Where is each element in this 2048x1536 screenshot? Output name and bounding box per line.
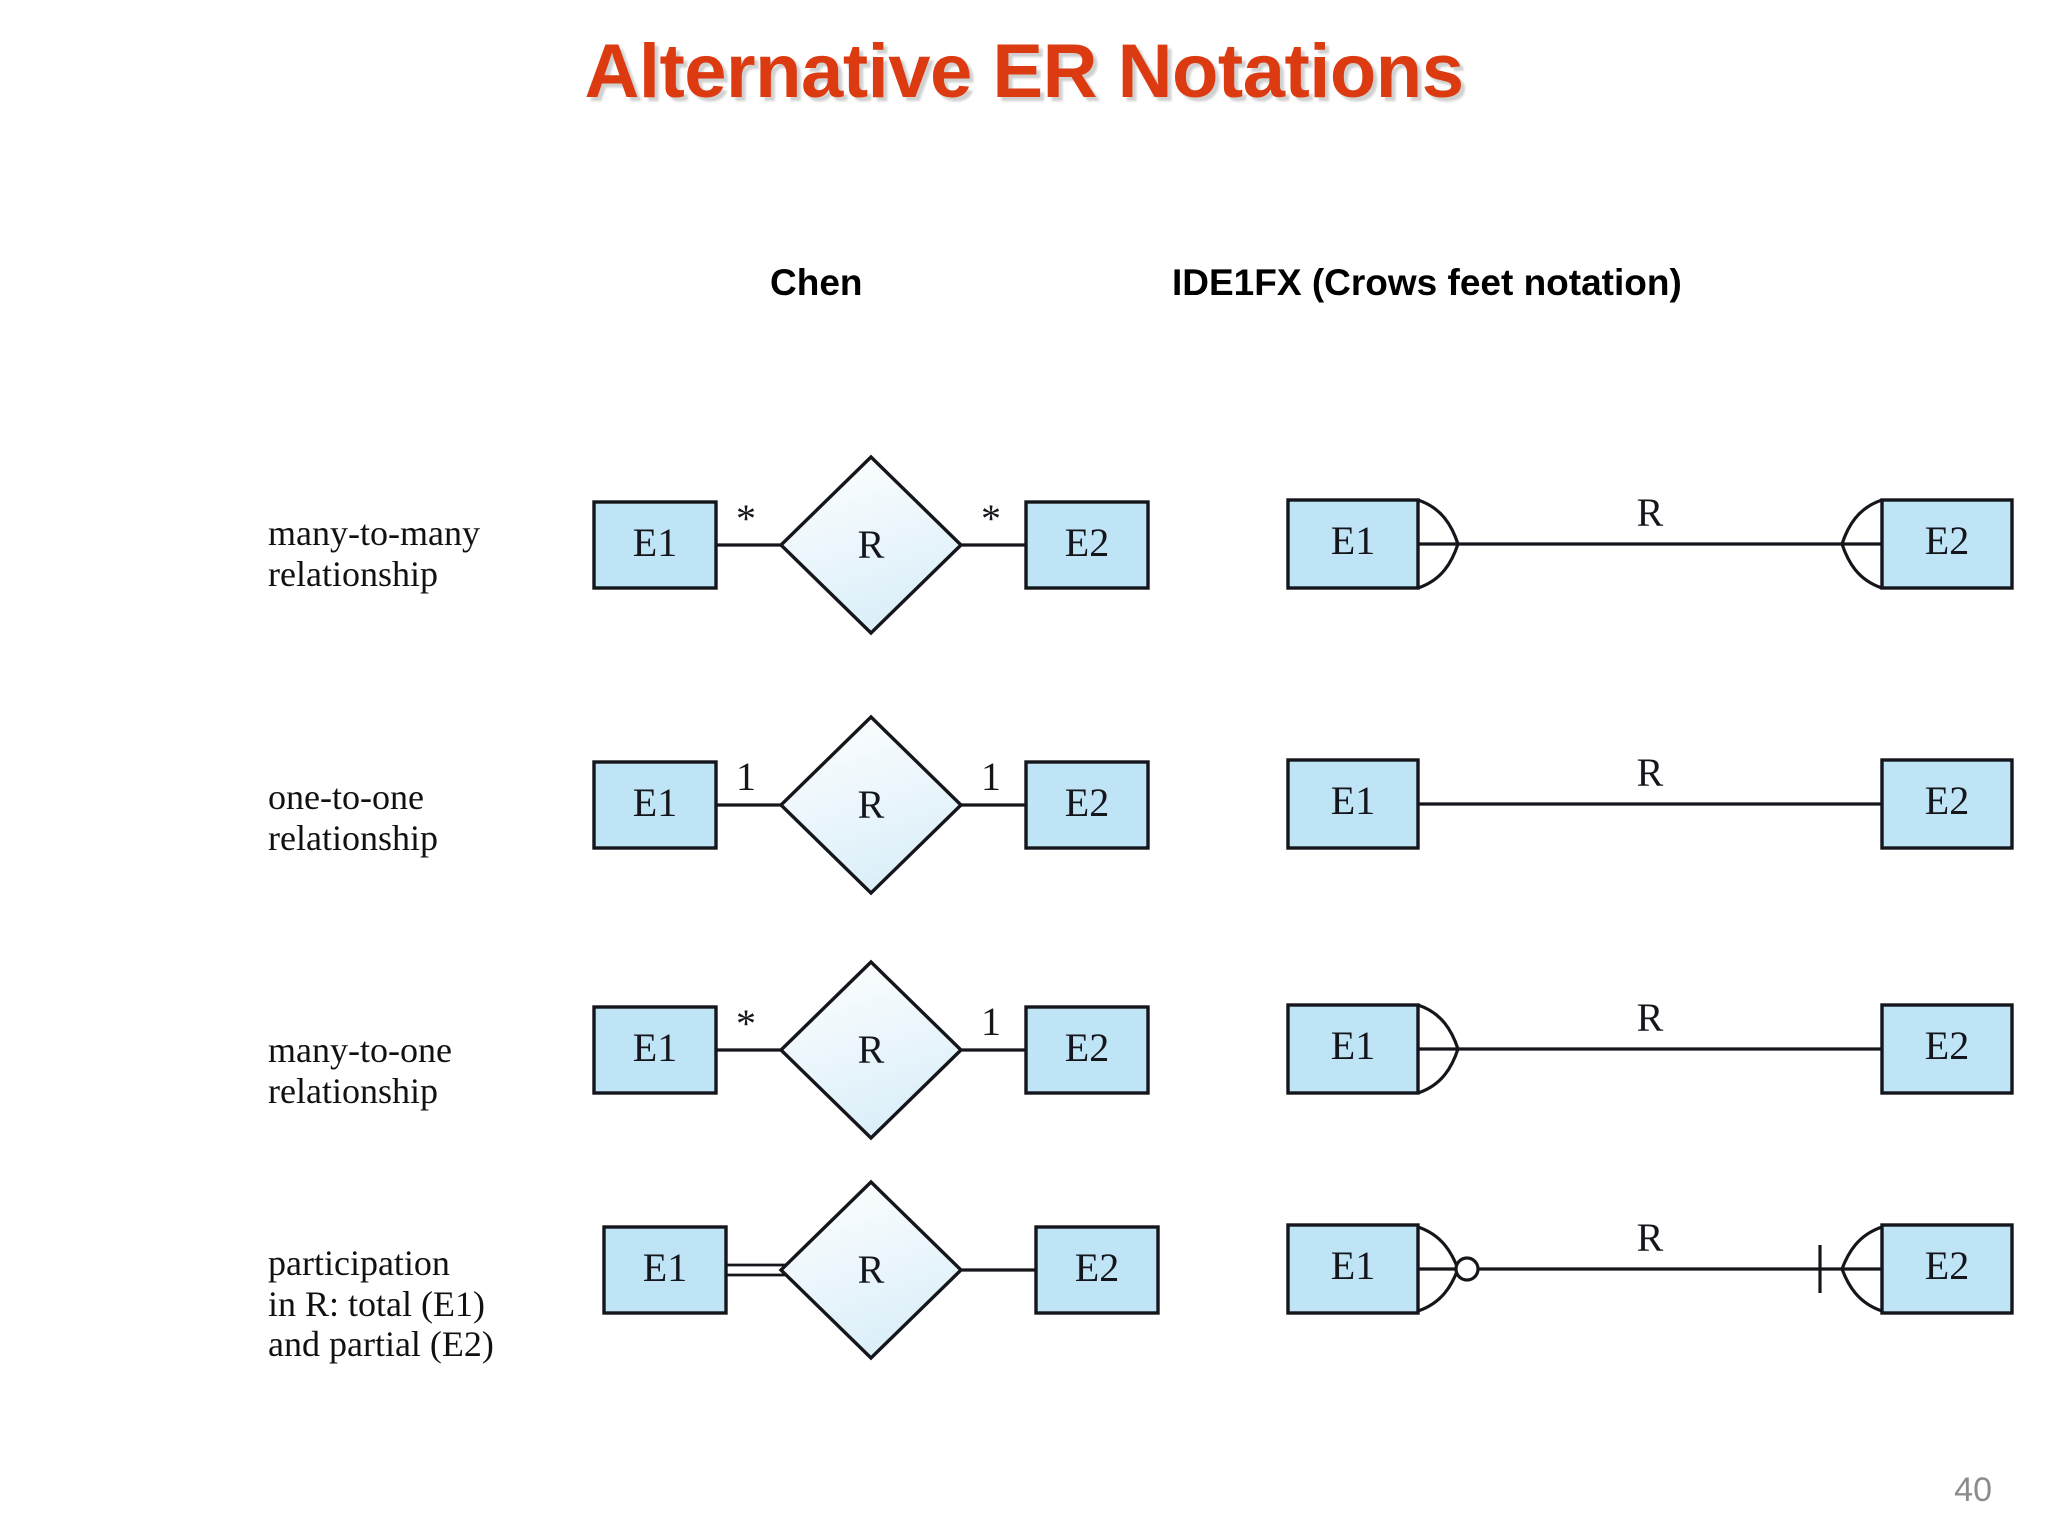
chen-entity-left: E1	[633, 780, 677, 825]
ide1fx-entity-left: E1	[1331, 1023, 1375, 1068]
crows-foot-icon-left	[1417, 1003, 1460, 1095]
row-label-line: relationship	[268, 1070, 438, 1111]
ide1fx-entity-right: E2	[1925, 1023, 1969, 1068]
ide1fx-relationship-label: R	[1637, 750, 1664, 795]
chen-entity-left: E1	[643, 1245, 687, 1290]
row-label-many-to-many: many-to-many relationship	[268, 513, 588, 594]
row-label-line: many-to-many	[268, 513, 480, 553]
double-line-total-participation	[726, 1263, 786, 1277]
column-header-chen: Chen	[770, 262, 863, 303]
ide1fx-diagram-many-to-many: E1 E2 R	[1280, 440, 2020, 640]
crows-foot-optional-icon-left	[1417, 1225, 1480, 1313]
chen-entity-right: E2	[1065, 780, 1109, 825]
chen-diagram-many-to-one: E1 E2 R * 1	[586, 945, 1216, 1145]
page-number: 40	[1954, 1471, 1992, 1509]
chen-cardinality-right: *	[981, 496, 1001, 541]
row-label-participation: participation in R: total (E1) and parti…	[268, 1243, 588, 1365]
chen-cardinality-left: 1	[736, 754, 756, 799]
ide1fx-entity-left: E1	[1331, 518, 1375, 563]
row-label-one-to-one: one-to-one relationship	[268, 777, 588, 858]
row-label-line: many-to-one	[268, 1030, 452, 1070]
row-label-many-to-one: many-to-one relationship	[268, 1030, 588, 1111]
row-label-line: relationship	[268, 553, 438, 594]
chen-entity-right: E2	[1075, 1245, 1119, 1290]
chen-cardinality-right: 1	[981, 754, 1001, 799]
ide1fx-entity-left: E1	[1331, 778, 1375, 823]
ide1fx-diagram-participation: E1 E2 R	[1280, 1165, 2020, 1365]
column-header-ide1fx: IDE1FX (Crows feet notation)	[1172, 262, 1682, 303]
chen-relationship: R	[858, 1027, 885, 1072]
chen-relationship: R	[858, 522, 885, 567]
chen-cardinality-left: *	[736, 1001, 756, 1046]
chen-entity-left: E1	[633, 520, 677, 565]
chen-cardinality-left: *	[736, 496, 756, 541]
crows-foot-mandatory-icon-right	[1818, 1225, 1883, 1313]
row-label-line: in R: total (E1)	[268, 1283, 485, 1324]
ide1fx-entity-right: E2	[1925, 778, 1969, 823]
ide1fx-relationship-label: R	[1637, 1215, 1664, 1260]
chen-diagram-one-to-one: E1 E2 R 1 1	[586, 700, 1216, 900]
chen-relationship: R	[858, 782, 885, 827]
row-label-line: participation	[268, 1243, 450, 1283]
ide1fx-relationship-label: R	[1637, 995, 1664, 1040]
chen-relationship: R	[858, 1247, 885, 1292]
chen-diagram-participation: E1 E2 R	[586, 1165, 1216, 1365]
row-label-line: one-to-one	[268, 777, 424, 817]
page-title: Alternative ER Notations	[584, 29, 1464, 114]
chen-entity-left: E1	[633, 1025, 677, 1070]
ide1fx-entity-right: E2	[1925, 518, 1969, 563]
chen-entity-right: E2	[1065, 1025, 1109, 1070]
ide1fx-entity-right: E2	[1925, 1243, 1969, 1288]
ide1fx-diagram-one-to-one: E1 E2 R	[1280, 700, 2020, 900]
crows-foot-icon-right	[1840, 498, 1883, 590]
crows-foot-icon-left	[1417, 498, 1460, 590]
row-label-line: and partial (E2)	[268, 1324, 494, 1365]
chen-cardinality-right: 1	[981, 999, 1001, 1044]
chen-entity-right: E2	[1065, 520, 1109, 565]
ide1fx-diagram-many-to-one: E1 E2 R	[1280, 945, 2020, 1145]
ide1fx-entity-left: E1	[1331, 1243, 1375, 1288]
chen-diagram-many-to-many: E1 E2 R * *	[586, 440, 1216, 640]
row-label-line: relationship	[268, 817, 438, 858]
ide1fx-relationship-label: R	[1637, 490, 1664, 535]
